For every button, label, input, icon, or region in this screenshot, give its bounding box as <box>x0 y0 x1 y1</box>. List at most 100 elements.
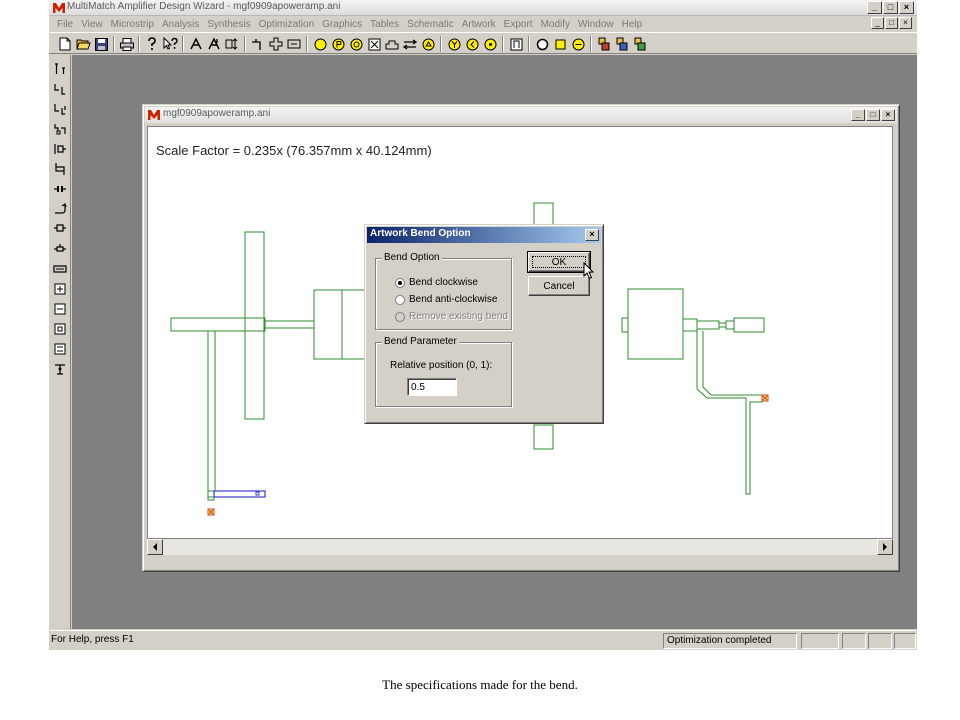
capacitor-element-button[interactable] <box>52 341 68 357</box>
circle-tool-7-button[interactable] <box>482 36 498 52</box>
bend-clockwise-radio[interactable] <box>395 277 405 288</box>
bend-anticlockwise-radio[interactable] <box>395 294 405 305</box>
step-junction-button[interactable] <box>52 241 68 257</box>
circle-minus-button[interactable] <box>570 36 586 52</box>
component-1-button[interactable] <box>596 36 612 52</box>
series-line-1[interactable] <box>263 320 315 329</box>
ring-button[interactable] <box>534 36 550 52</box>
circle-tool-4-button[interactable] <box>420 36 436 52</box>
menu-file[interactable]: File <box>57 18 74 30</box>
artwork-maximize-button[interactable]: □ <box>866 109 880 121</box>
via-button[interactable] <box>52 261 68 277</box>
output-line-4[interactable] <box>725 320 735 330</box>
output-series-line[interactable] <box>621 317 629 333</box>
dialog-title-bar[interactable]: Artwork Bend Option × <box>367 227 601 243</box>
output-bent-stub[interactable] <box>696 331 763 495</box>
menu-microstrip[interactable]: Microstrip <box>110 18 154 30</box>
menu-export[interactable]: Export <box>503 18 533 30</box>
printer-icon <box>120 37 134 51</box>
context-help-button[interactable] <box>162 36 178 52</box>
component-2-button[interactable] <box>614 36 630 52</box>
output-line-1[interactable] <box>682 318 698 332</box>
input-bent-stub[interactable] <box>207 331 216 492</box>
tapered-line-button[interactable] <box>52 161 68 177</box>
coupled-line-icon <box>403 38 417 50</box>
about-button[interactable] <box>144 36 160 52</box>
series-line-button[interactable] <box>52 61 68 77</box>
output-block[interactable] <box>627 288 684 360</box>
cross-box-button[interactable] <box>366 36 382 52</box>
ground-element-button[interactable] <box>52 361 68 377</box>
coupled-line-button[interactable] <box>402 36 418 52</box>
scroll-right-button[interactable] <box>877 539 893 555</box>
open-stub-button[interactable] <box>250 36 266 52</box>
output-line-3[interactable] <box>718 322 727 328</box>
circle-tool-6-button[interactable] <box>464 36 480 52</box>
shunt-stub-button[interactable] <box>52 81 68 97</box>
dimension-tool-button[interactable] <box>224 36 240 52</box>
tee-junction-button[interactable] <box>268 36 284 52</box>
input-shunt-stub[interactable] <box>244 231 265 420</box>
bottom-stub[interactable] <box>533 424 554 450</box>
menu-graphics[interactable]: Graphics <box>322 18 363 30</box>
stub-tool-button[interactable] <box>206 36 222 52</box>
input-line[interactable] <box>170 317 266 332</box>
artwork-close-button[interactable]: × <box>881 109 895 121</box>
add-element-button[interactable] <box>52 281 68 297</box>
radial-stub-button[interactable] <box>52 141 68 157</box>
open-file-button[interactable] <box>75 36 91 52</box>
horizontal-scrollbar[interactable] <box>147 539 893 555</box>
menu-analysis[interactable]: Analysis <box>161 18 200 30</box>
bend-button[interactable] <box>52 201 68 217</box>
output-line-2[interactable] <box>696 320 720 330</box>
scroll-left-button[interactable] <box>147 539 163 555</box>
component-3-button[interactable] <box>632 36 648 52</box>
bend-clockwise-option[interactable]: Bend clockwise <box>395 277 478 288</box>
step-tool-button[interactable] <box>384 36 400 52</box>
menu-window[interactable]: Window <box>578 18 614 30</box>
artwork-minimize-button[interactable]: _ <box>851 109 865 121</box>
app-title-bar[interactable]: MultiMatch Amplifier Design Wizard - mgf… <box>49 0 917 16</box>
circle-tool-3-button[interactable] <box>348 36 364 52</box>
relative-position-input[interactable] <box>407 378 457 396</box>
menu-tables[interactable]: Tables <box>370 18 400 30</box>
gap-button[interactable] <box>52 181 68 197</box>
artwork-window-title-bar[interactable]: mgf0909apoweramp.ani _ □ × <box>145 107 897 123</box>
step-tool-icon <box>385 40 399 49</box>
square-button[interactable] <box>552 36 568 52</box>
print-button[interactable] <box>119 36 135 52</box>
save-file-button[interactable] <box>93 36 109 52</box>
menu-modify[interactable]: Modify <box>540 18 571 30</box>
step-junction-icon <box>54 244 66 252</box>
coupler-button[interactable] <box>52 221 68 237</box>
short-stub-button[interactable] <box>52 121 68 137</box>
mdi-minimize-button[interactable]: _ <box>871 17 884 29</box>
remove-element-button[interactable] <box>52 301 68 317</box>
circle-tool-2-button[interactable] <box>330 36 346 52</box>
new-file-button[interactable] <box>57 36 73 52</box>
menu-artwork[interactable]: Artwork <box>461 18 496 30</box>
menu-optimization[interactable]: Optimization <box>258 18 315 30</box>
menu-help[interactable]: Help <box>621 18 643 30</box>
open-stub-side-button[interactable] <box>52 101 68 117</box>
ok-button[interactable]: OK <box>527 251 591 273</box>
app-maximize-button[interactable]: □ <box>883 1 898 14</box>
line-tool-button[interactable] <box>188 36 204 52</box>
circle-tool-1-button[interactable] <box>312 36 328 52</box>
menu-view[interactable]: View <box>81 18 103 30</box>
cancel-button[interactable]: Cancel <box>528 276 590 296</box>
pad-element-button[interactable] <box>52 321 68 337</box>
menu-synthesis[interactable]: Synthesis <box>207 18 251 30</box>
transmission-line-button[interactable] <box>286 36 302 52</box>
app-minimize-button[interactable]: _ <box>867 1 882 14</box>
app-close-button[interactable]: × <box>899 1 914 14</box>
menu-schematic[interactable]: Schematic <box>407 18 454 30</box>
selected-bend-stub[interactable] <box>213 490 266 498</box>
circle-tool-5-button[interactable] <box>446 36 462 52</box>
mdi-restore-button[interactable]: □ <box>885 17 898 29</box>
bend-anticlockwise-option[interactable]: Bend anti-clockwise <box>395 294 497 305</box>
block-tool-button[interactable] <box>508 36 524 52</box>
mdi-close-button[interactable]: × <box>899 17 912 29</box>
dialog-close-button[interactable]: × <box>585 229 599 241</box>
output-port[interactable] <box>733 317 765 333</box>
